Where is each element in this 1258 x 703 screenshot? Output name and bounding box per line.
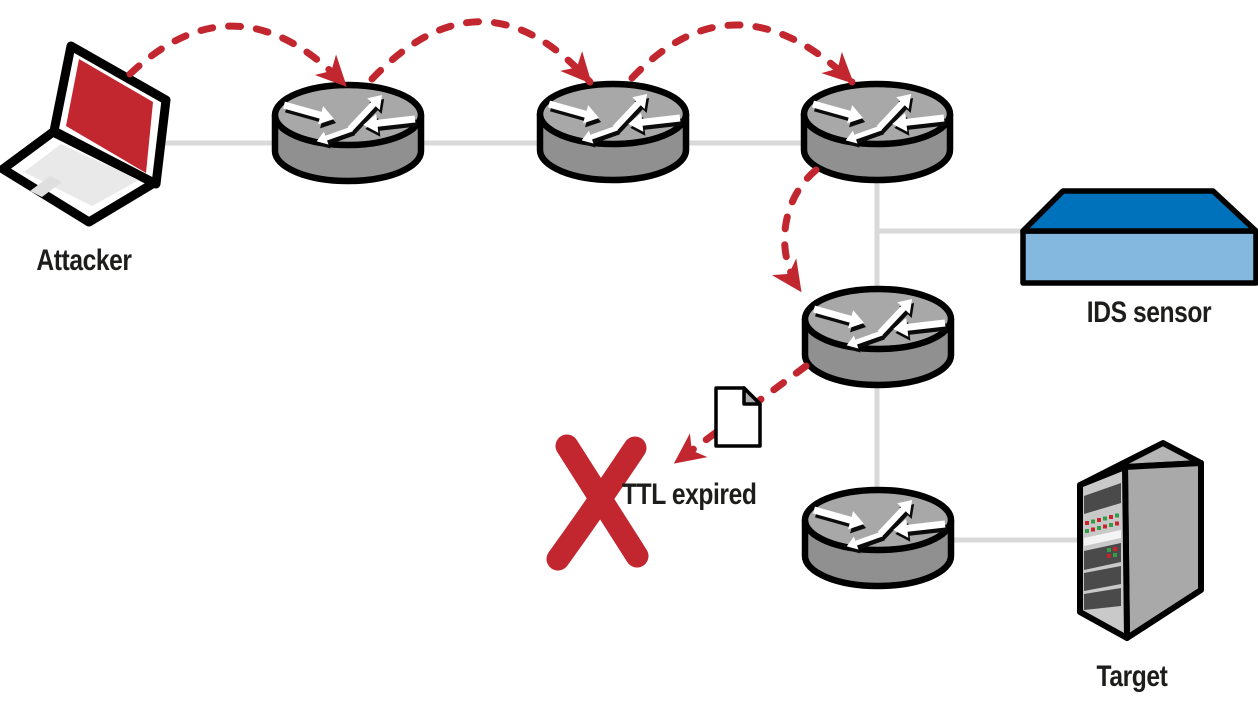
server-leds <box>1085 513 1119 533</box>
ids-sensor-label: IDS sensor <box>1086 296 1212 329</box>
server-bay <box>1084 483 1121 514</box>
laptop-icon <box>0 41 171 227</box>
hop-arrow-4 <box>771 166 820 294</box>
target-label: Target <box>1096 660 1168 693</box>
server-bay <box>1084 543 1121 570</box>
router-icon-5 <box>805 490 951 586</box>
sensor-front <box>1020 228 1258 286</box>
x-mark-icon <box>546 434 649 571</box>
router-icon-3 <box>804 84 950 180</box>
hop-arrow-3 <box>628 21 856 86</box>
sensor-top <box>1020 188 1258 234</box>
server-side-face <box>1122 460 1204 641</box>
server-leds-small <box>1107 547 1117 558</box>
sensor-appliance-icon <box>1020 188 1258 286</box>
packet-document-icon <box>714 386 762 448</box>
server-bay <box>1084 566 1121 591</box>
laptop-touchpad <box>30 176 62 197</box>
server-tower-icon <box>1077 440 1204 641</box>
attacker-label: Attacker <box>36 244 132 277</box>
laptop-keyboard <box>24 144 139 206</box>
server-trim <box>1084 530 1121 546</box>
router-icon-2 <box>540 84 686 180</box>
router-icon-1 <box>275 85 421 181</box>
server-bay <box>1084 588 1121 610</box>
ttl-expired-label: TTL expired <box>622 478 757 511</box>
hop-arrow-2 <box>368 18 594 86</box>
laptop-screen <box>66 59 153 173</box>
router-icon-4 <box>805 289 951 385</box>
hop-arrow-1 <box>126 22 349 89</box>
